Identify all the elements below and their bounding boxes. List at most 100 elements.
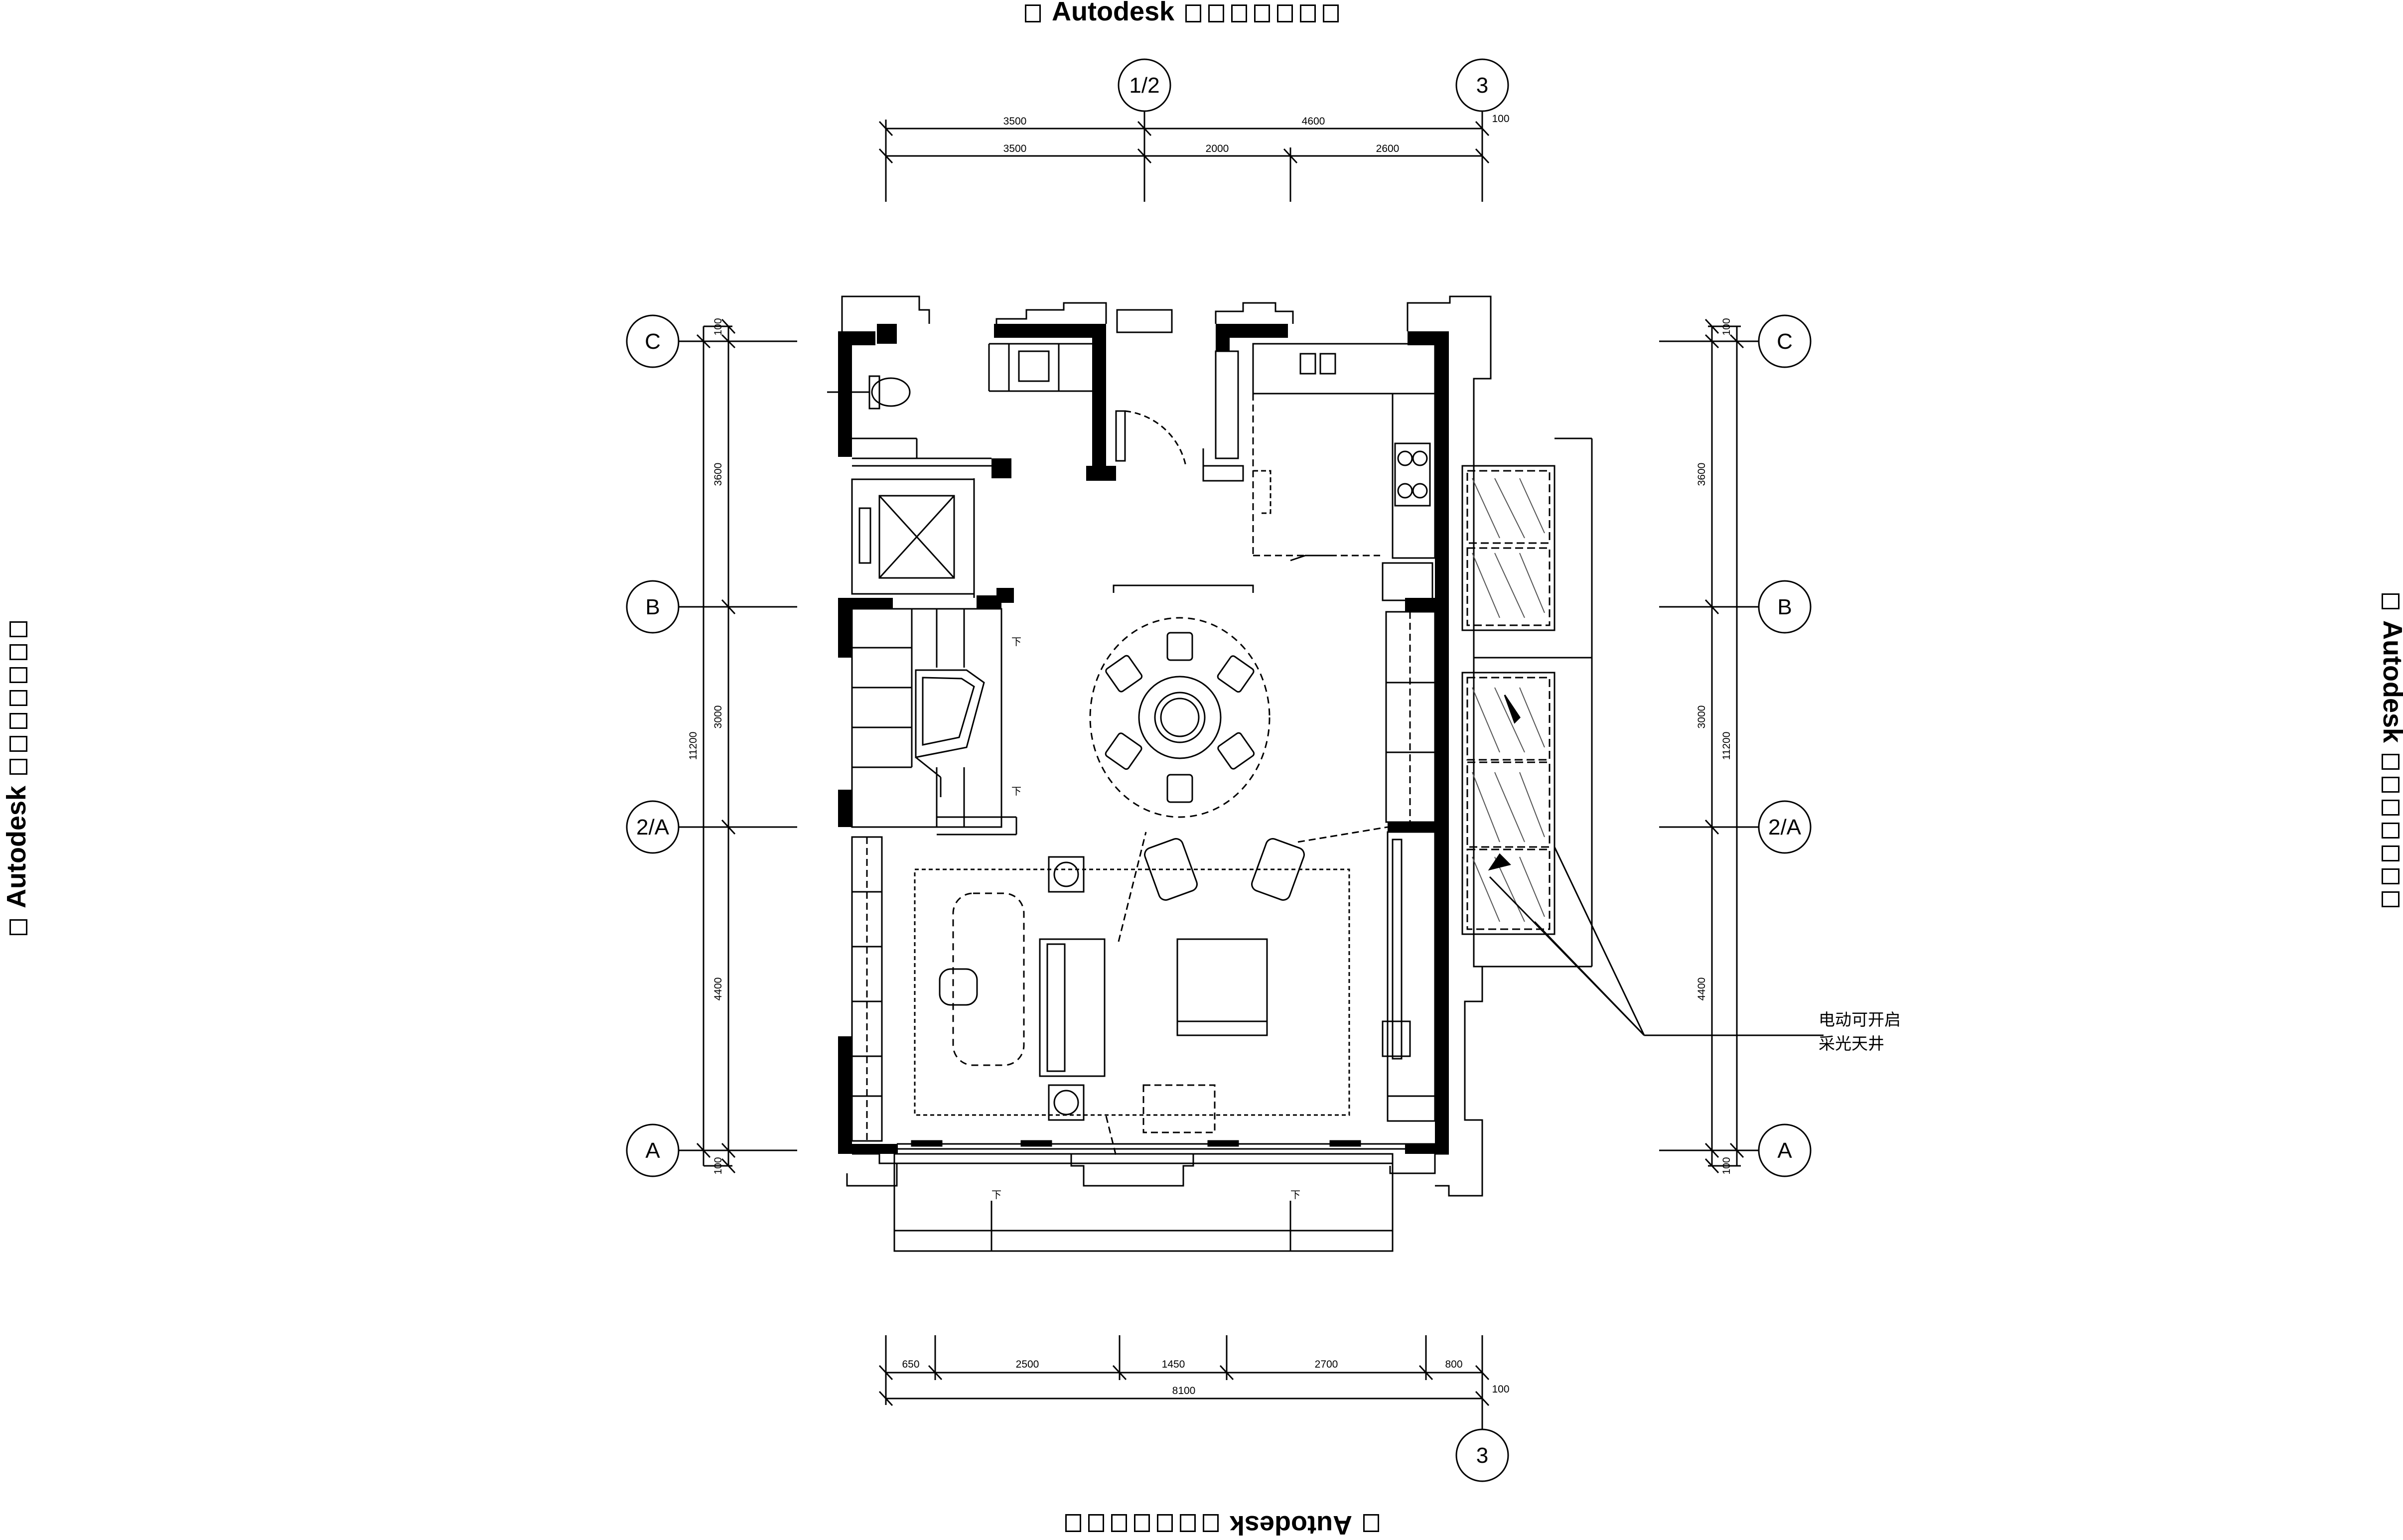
kitchen [1115, 343, 1436, 601]
dim-bottom-800: 800 [1445, 1359, 1462, 1370]
watermark-box-icon [9, 667, 27, 683]
left-storage-cabinet [851, 836, 883, 1142]
living-area [914, 826, 1388, 1156]
watermark-brand: Autodesk [1052, 0, 1175, 26]
level-marks: 下 下 下 下 [991, 637, 1300, 1201]
watermark-box-icon [1025, 4, 1041, 22]
left-dimension-chain [679, 318, 797, 1174]
watermark-box-icon [2382, 845, 2400, 862]
watermark-box-icon [2382, 777, 2400, 793]
light-well-hatching [1472, 478, 1545, 922]
dim-left-100-top: 100 [712, 318, 724, 335]
axis-label-left-b: B [645, 595, 660, 619]
dim-left-3000: 3000 [712, 705, 724, 729]
watermark-box-icon [9, 621, 27, 637]
bottom-dimension-chain [878, 1335, 1490, 1430]
watermark-brand-bottom: Autodesk [1229, 1510, 1352, 1540]
watermark-box-icon [1254, 4, 1271, 22]
watermark-box-icon [9, 758, 27, 775]
bottom-windows [897, 1140, 1435, 1150]
watermark-box-icon [2382, 754, 2400, 770]
watermark-box-icon [9, 690, 27, 706]
watermark-brand-right: Autodesk [2378, 620, 2403, 743]
axis-label-bottom-3: 3 [1476, 1443, 1488, 1468]
watermark-box-icon [1065, 1514, 1081, 1532]
level-mark-4: 下 [1290, 1190, 1300, 1201]
axis-bubble-top-1-2: 1/2 [1118, 58, 1171, 112]
axis-label-top-3: 3 [1476, 73, 1488, 98]
axis-bubbles-right [1758, 314, 1812, 1177]
dim-left-3600: 3600 [712, 463, 724, 486]
dim-top-4600: 4600 [1302, 116, 1325, 127]
dim-right-100-top: 100 [1721, 318, 1732, 335]
dim-right-11200: 11200 [1721, 732, 1732, 760]
right-dimension-chain [1659, 318, 1759, 1174]
watermark-box-icon [9, 644, 27, 660]
dim-bottom-1450: 1450 [1162, 1359, 1185, 1370]
dim-bottom-2500: 2500 [1016, 1359, 1039, 1370]
watermark-box-icon [2382, 800, 2400, 816]
watermark-box-icon [2382, 868, 2400, 885]
annotation-line2: 采光天井 [1819, 1034, 1884, 1053]
axis-label-right-2a: 2/A [1768, 815, 1802, 840]
dim-left-4400: 4400 [712, 978, 724, 1001]
dim-top-100: 100 [1492, 113, 1509, 125]
elevator [851, 478, 975, 598]
dim-right-3600: 3600 [1696, 463, 1707, 486]
dim-bottom-100: 100 [1492, 1384, 1509, 1395]
axis-bubble-top-3: 3 [1455, 58, 1509, 112]
annotation-line1: 电动可开启 [1819, 1010, 1901, 1029]
axis-label-left-2a: 2/A [636, 815, 670, 840]
light-well [1461, 437, 1593, 968]
watermark-left: Autodesk [1, 590, 31, 939]
dim-top-2000: 2000 [1206, 143, 1229, 154]
dim-left-11200: 11200 [688, 732, 699, 760]
watermark-box-icon [1231, 4, 1248, 22]
dim-right-100-bottom: 100 [1721, 1157, 1732, 1174]
wall-outlines [841, 295, 1492, 1252]
dim-bottom-650: 650 [902, 1359, 919, 1370]
watermark-bottom: Autodesk [1062, 1510, 1383, 1540]
watermark-box-icon [1300, 4, 1316, 22]
level-mark-1: 下 [1011, 637, 1021, 648]
watermark-brand-left: Autodesk [1, 785, 31, 908]
watermark-box-icon [1111, 1514, 1127, 1532]
axis-label-right-c: C [1777, 329, 1793, 354]
watermark-top: Autodesk [1021, 0, 1342, 25]
dim-bottom-8100: 8100 [1172, 1385, 1196, 1397]
skylight-leader [1488, 695, 1824, 1036]
axis-bubble-bottom-3: 3 [1455, 1428, 1509, 1482]
watermark-box-icon [2382, 823, 2400, 839]
dining-area [1089, 584, 1271, 818]
watermark-box-icon [1363, 1514, 1379, 1532]
watermark-box-icon [1156, 1514, 1173, 1532]
axis-label-right-a: A [1777, 1138, 1792, 1163]
watermark-box-icon [9, 712, 27, 729]
dim-left-100-bottom: 100 [712, 1157, 724, 1174]
axis-label-left-a: A [645, 1138, 660, 1163]
watermark-box-icon [1202, 1514, 1219, 1532]
right-storage-cabinet [1382, 611, 1436, 1122]
top-dimension-chain [878, 102, 1490, 202]
watermark-box-icon [1323, 4, 1339, 22]
dim-top-2600: 2600 [1376, 143, 1400, 154]
watermark-right: Autodesk [2378, 590, 2403, 939]
axis-label-left-c: C [645, 329, 661, 354]
watermark-box-icon [2382, 891, 2400, 908]
outer-walls [838, 324, 1449, 1154]
watermark-box-icon [2382, 593, 2400, 609]
dim-bottom-2700: 2700 [1315, 1359, 1338, 1370]
staircase [851, 608, 1017, 836]
axis-label-right-b: B [1777, 595, 1792, 619]
watermark-box-icon [1179, 1514, 1196, 1532]
dim-top-3500: 3500 [1003, 116, 1027, 127]
dim-right-3000: 3000 [1696, 705, 1707, 729]
watermark-box-icon [1088, 1514, 1104, 1532]
watermark-box-icon [9, 919, 27, 935]
level-mark-2: 下 [1011, 786, 1021, 797]
axis-bubbles-left [626, 314, 680, 1177]
watermark-box-icon [9, 735, 27, 752]
axis-label-top-1-2: 1/2 [1129, 73, 1159, 98]
dim-top-3500b: 3500 [1003, 143, 1027, 154]
